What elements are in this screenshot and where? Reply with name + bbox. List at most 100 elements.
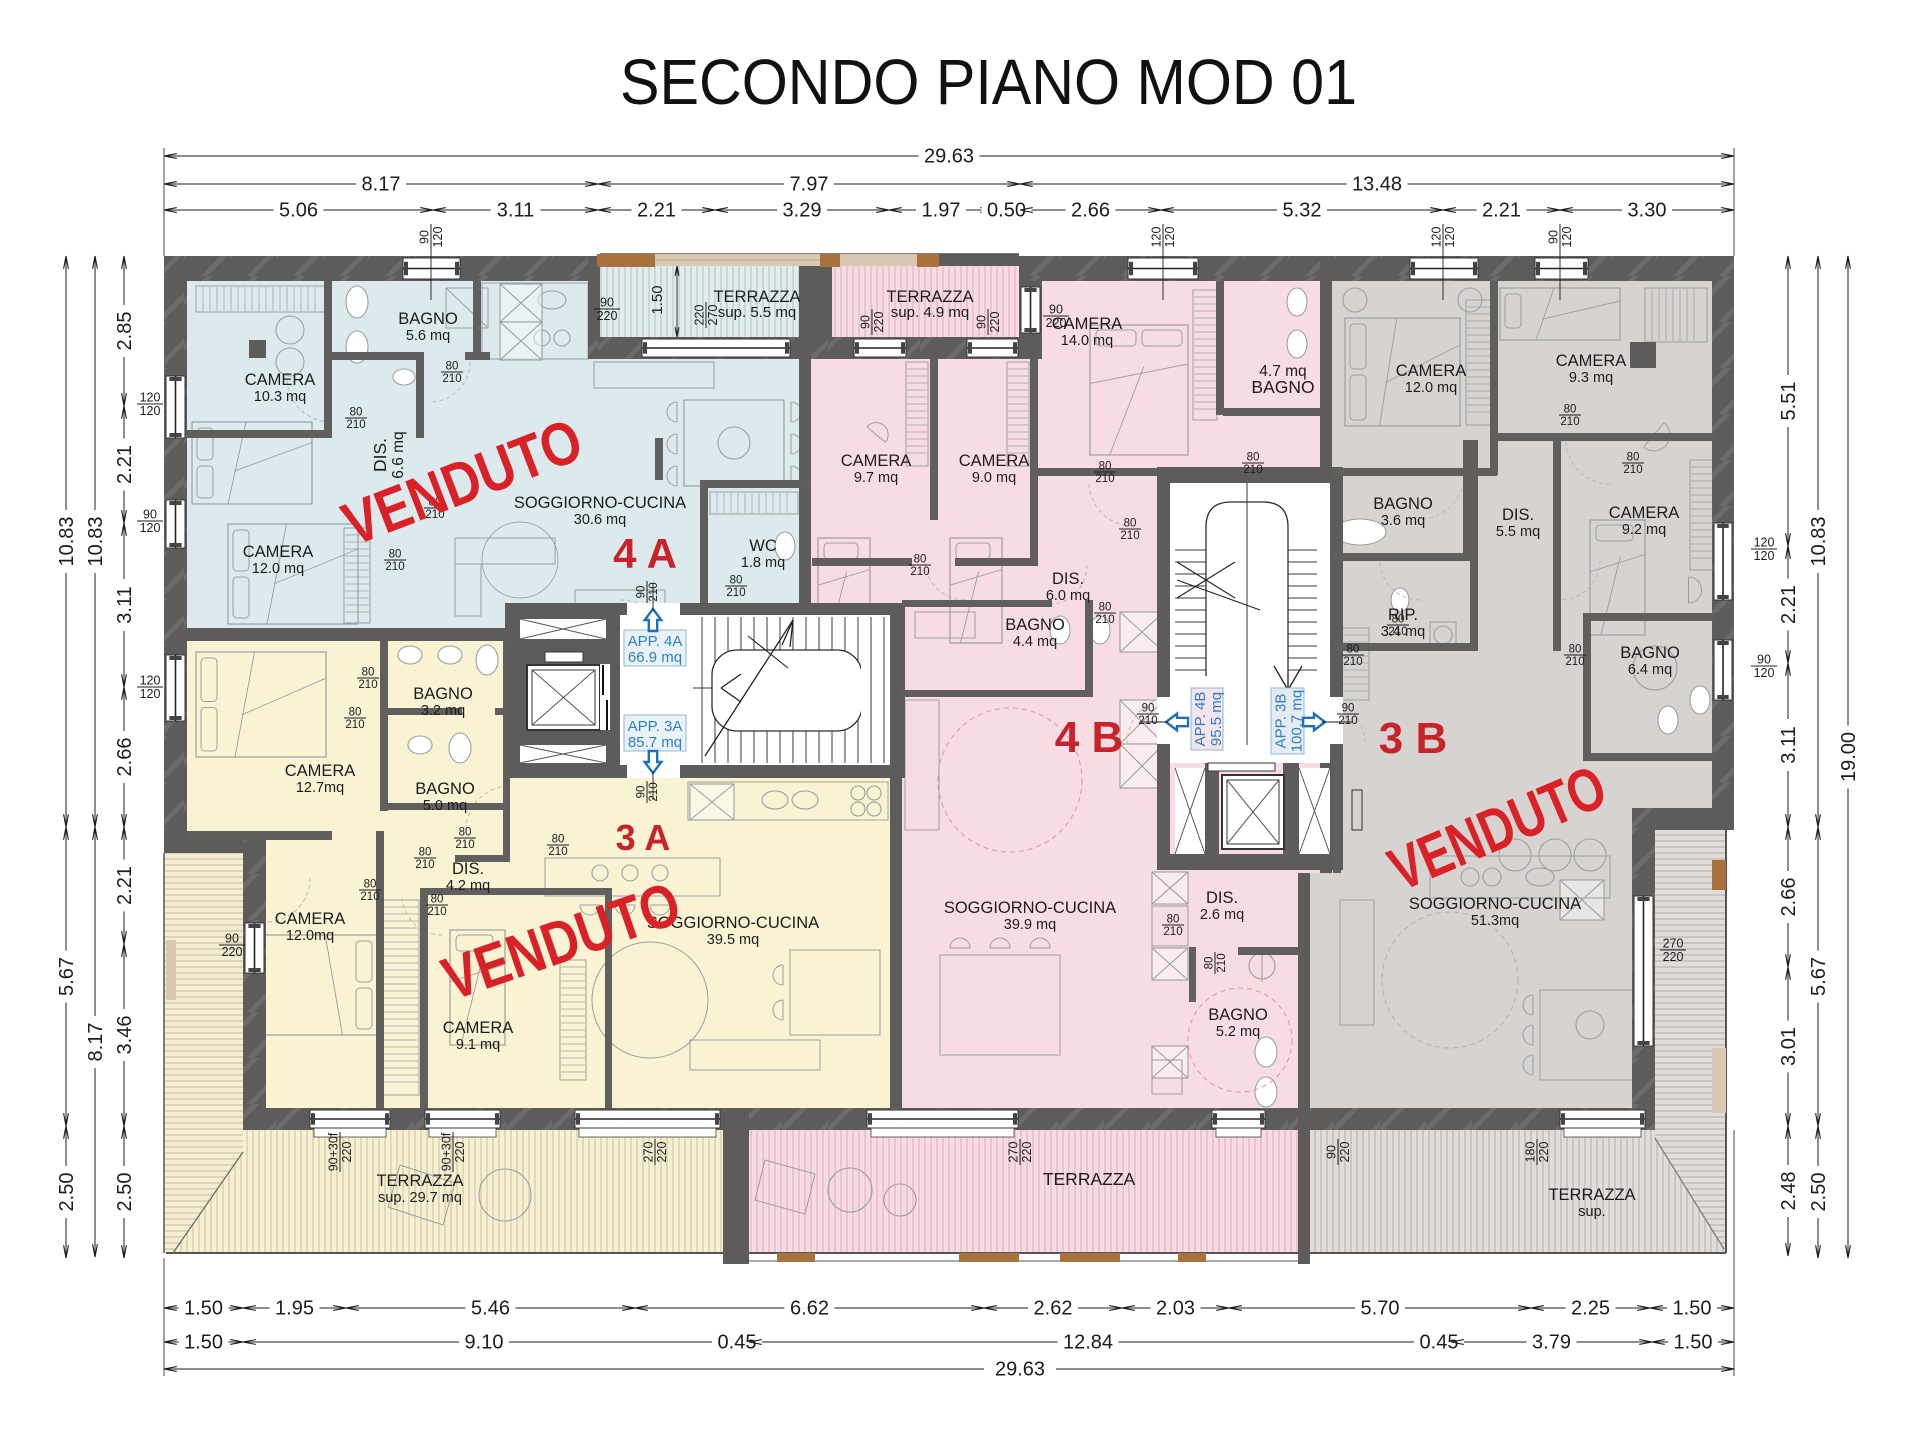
svg-text:210: 210	[1623, 464, 1642, 476]
svg-text:270: 270	[1663, 937, 1684, 951]
svg-text:80: 80	[1247, 452, 1260, 464]
svg-text:sup. 29.7 mq: sup. 29.7 mq	[378, 1190, 462, 1206]
svg-text:210: 210	[1216, 953, 1228, 972]
svg-text:120: 120	[1443, 227, 1457, 248]
svg-text:4 A: 4 A	[613, 530, 677, 577]
svg-text:7.97: 7.97	[790, 174, 829, 196]
svg-text:5.46: 5.46	[471, 1298, 510, 1320]
svg-text:12.7mq: 12.7mq	[296, 780, 344, 796]
svg-text:210: 210	[427, 906, 446, 918]
svg-text:120: 120	[140, 674, 161, 688]
svg-text:5.70: 5.70	[1361, 1298, 1400, 1320]
svg-text:12.84: 12.84	[1063, 1332, 1113, 1354]
svg-text:5.67: 5.67	[56, 957, 78, 996]
svg-text:8.17: 8.17	[362, 174, 401, 196]
svg-text:90: 90	[975, 315, 989, 329]
svg-text:2.03: 2.03	[1156, 1298, 1195, 1320]
svg-text:CAMERA: CAMERA	[275, 910, 346, 928]
svg-text:210: 210	[345, 719, 364, 731]
svg-text:210: 210	[358, 679, 377, 691]
svg-text:2.25: 2.25	[1571, 1298, 1610, 1320]
svg-text:CAMERA: CAMERA	[1052, 315, 1123, 333]
svg-text:0.45: 0.45	[1420, 1332, 1459, 1354]
svg-text:19.00: 19.00	[1838, 732, 1860, 782]
svg-text:12.0mq: 12.0mq	[286, 928, 334, 944]
svg-text:210: 210	[455, 839, 474, 851]
svg-text:210: 210	[648, 782, 660, 801]
svg-text:6.62: 6.62	[790, 1298, 829, 1320]
svg-text:TERRAZZA: TERRAZZA	[1043, 1169, 1136, 1189]
svg-text:4.7 mq: 4.7 mq	[1259, 363, 1306, 380]
svg-text:90: 90	[225, 932, 239, 946]
svg-text:RIP.: RIP.	[1388, 606, 1418, 624]
svg-text:210: 210	[385, 561, 404, 573]
svg-text:80: 80	[419, 847, 432, 859]
svg-text:9.3 mq: 9.3 mq	[1569, 370, 1613, 386]
svg-text:2.21: 2.21	[114, 445, 136, 484]
svg-text:TERRAZZA: TERRAZZA	[376, 1172, 463, 1190]
svg-text:3.6 mq: 3.6 mq	[1381, 513, 1425, 529]
svg-text:90: 90	[1049, 303, 1063, 317]
svg-text:0.45: 0.45	[718, 1332, 757, 1354]
svg-text:39.5 mq: 39.5 mq	[707, 932, 759, 948]
svg-text:220: 220	[988, 312, 1002, 333]
svg-text:2.50: 2.50	[1808, 1173, 1830, 1212]
svg-text:1.50: 1.50	[1673, 1298, 1712, 1320]
svg-text:CAMERA: CAMERA	[959, 452, 1030, 470]
svg-text:APP. 3B: APP. 3B	[1273, 694, 1290, 749]
svg-text:CAMERA: CAMERA	[1609, 504, 1680, 522]
svg-text:80: 80	[459, 827, 472, 839]
svg-text:180: 180	[1524, 1142, 1538, 1163]
svg-text:90: 90	[636, 586, 648, 599]
svg-text:80: 80	[1564, 404, 1577, 416]
svg-text:SOGGIORNO-CUCINA: SOGGIORNO-CUCINA	[944, 899, 1116, 917]
svg-text:1.50: 1.50	[184, 1332, 223, 1354]
svg-text:90+30f: 90+30f	[440, 1132, 454, 1171]
svg-text:2.48: 2.48	[1778, 1172, 1800, 1211]
svg-text:2.50: 2.50	[114, 1173, 136, 1212]
svg-text:90: 90	[636, 786, 648, 799]
svg-text:2.6 mq: 2.6 mq	[1200, 907, 1244, 923]
svg-text:220: 220	[597, 309, 618, 323]
svg-text:5.6 mq: 5.6 mq	[406, 328, 450, 344]
svg-text:80: 80	[1099, 602, 1112, 614]
svg-text:DIS.: DIS.	[1502, 506, 1534, 524]
svg-text:2.50: 2.50	[56, 1173, 78, 1212]
svg-text:120: 120	[140, 391, 161, 405]
svg-text:120: 120	[1754, 666, 1775, 680]
svg-text:29.63: 29.63	[924, 146, 974, 168]
svg-text:BAGNO: BAGNO	[1005, 616, 1065, 634]
svg-text:210: 210	[1138, 715, 1157, 727]
svg-text:80: 80	[730, 575, 743, 587]
svg-text:WC: WC	[749, 537, 777, 555]
svg-text:80: 80	[431, 894, 444, 906]
svg-text:12.0 mq: 12.0 mq	[252, 561, 304, 577]
svg-text:5.51: 5.51	[1778, 382, 1800, 421]
svg-text:2.21: 2.21	[114, 866, 136, 905]
svg-text:90: 90	[1342, 703, 1355, 715]
svg-text:270: 270	[642, 1142, 656, 1163]
svg-text:120: 120	[140, 521, 161, 535]
svg-text:SOGGIORNO-CUCINA: SOGGIORNO-CUCINA	[514, 494, 686, 512]
svg-text:9.0 mq: 9.0 mq	[972, 470, 1016, 486]
svg-text:3 B: 3 B	[1379, 714, 1447, 763]
svg-text:80: 80	[389, 549, 402, 561]
svg-text:sup. 5.5 mq: sup. 5.5 mq	[718, 304, 796, 321]
svg-text:210: 210	[1388, 626, 1407, 638]
svg-text:CAMERA: CAMERA	[1396, 362, 1467, 380]
svg-text:3.79: 3.79	[1532, 1332, 1571, 1354]
svg-text:2.66: 2.66	[114, 738, 136, 777]
svg-text:1.50: 1.50	[1674, 1332, 1713, 1354]
svg-text:85.7 mq: 85.7 mq	[628, 734, 682, 751]
svg-text:CAMERA: CAMERA	[443, 1019, 514, 1037]
svg-text:TERRAZZA: TERRAZZA	[713, 288, 800, 306]
svg-text:9.2 mq: 9.2 mq	[1622, 522, 1666, 538]
svg-text:51.3mq: 51.3mq	[1471, 913, 1519, 929]
svg-text:80: 80	[362, 667, 375, 679]
svg-text:210: 210	[1343, 656, 1362, 668]
svg-text:12.0 mq: 12.0 mq	[1405, 380, 1457, 396]
svg-text:2.21: 2.21	[637, 200, 676, 222]
svg-text:DIS.: DIS.	[452, 860, 484, 878]
svg-text:80: 80	[1167, 914, 1180, 926]
svg-text:90: 90	[143, 508, 157, 522]
